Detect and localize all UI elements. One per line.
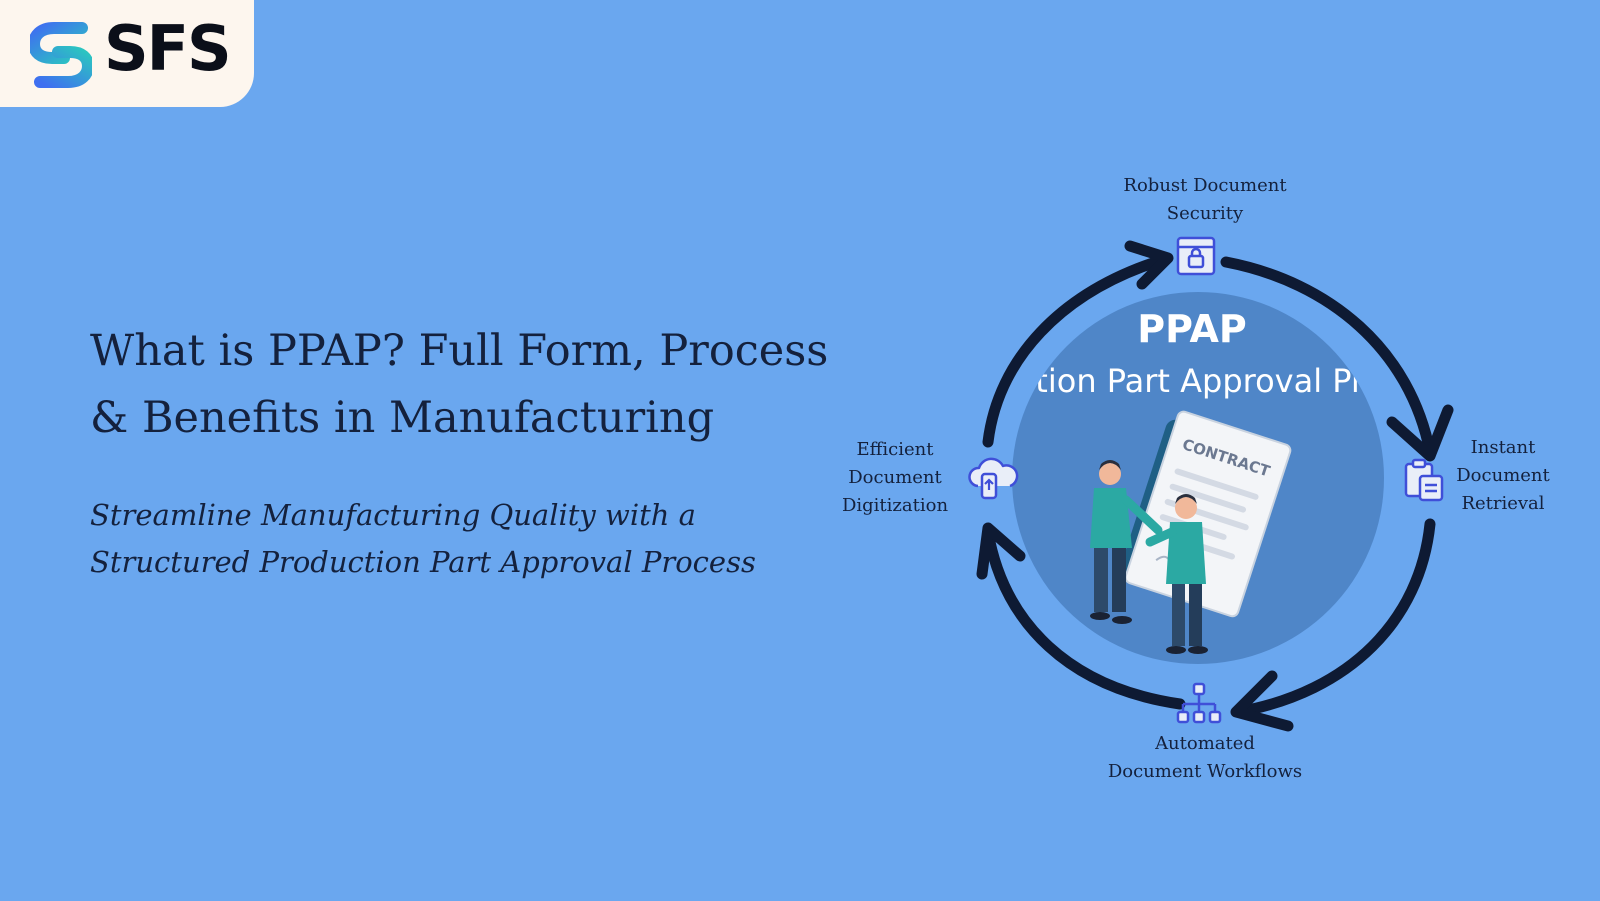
node-label-top: Robust Document Security	[1123, 175, 1287, 224]
node-label-left: Efficient Document Digitization	[841, 439, 949, 516]
brand-name: SFS	[104, 12, 232, 85]
lock-icon	[1176, 236, 1216, 276]
node-label-right: Instant Document Retrieval	[1456, 437, 1550, 514]
cycle-arrows	[976, 240, 1454, 732]
page-subtitle: Streamline Manufacturing Quality with a …	[90, 498, 756, 579]
node-label-bottom: Automated Document Workflows	[1107, 733, 1303, 782]
arrow-right-to-bottom	[1232, 518, 1436, 718]
cloud-upload-icon	[968, 457, 1019, 500]
center-subtitle: Production Part Approval Process	[926, 362, 1453, 400]
hierarchy-icon	[1176, 682, 1222, 724]
person-right-illustration	[1145, 494, 1208, 654]
center-circle	[1012, 292, 1384, 664]
sfs-logo-mark-icon	[30, 22, 92, 88]
arrow-left-to-top	[982, 254, 1168, 448]
arrowhead-right	[1386, 404, 1454, 462]
clipboard-icon	[1404, 458, 1444, 502]
arrowhead-top-left	[1124, 240, 1174, 290]
contract-illustration: CONTRACT	[1119, 410, 1292, 618]
person-left-illustration	[1090, 460, 1163, 624]
center-title: PPAP	[1137, 307, 1246, 351]
contract-label: CONTRACT	[1180, 435, 1273, 480]
arrow-top-to-right	[1220, 256, 1436, 458]
arrow-bottom-to-left	[982, 526, 1186, 710]
arrowhead-bottom	[1230, 670, 1294, 732]
page-title: What is PPAP? Full Form, Process & Benef…	[90, 326, 829, 443]
logo-card: SFS	[0, 0, 254, 107]
arrowhead-left	[976, 522, 1026, 580]
